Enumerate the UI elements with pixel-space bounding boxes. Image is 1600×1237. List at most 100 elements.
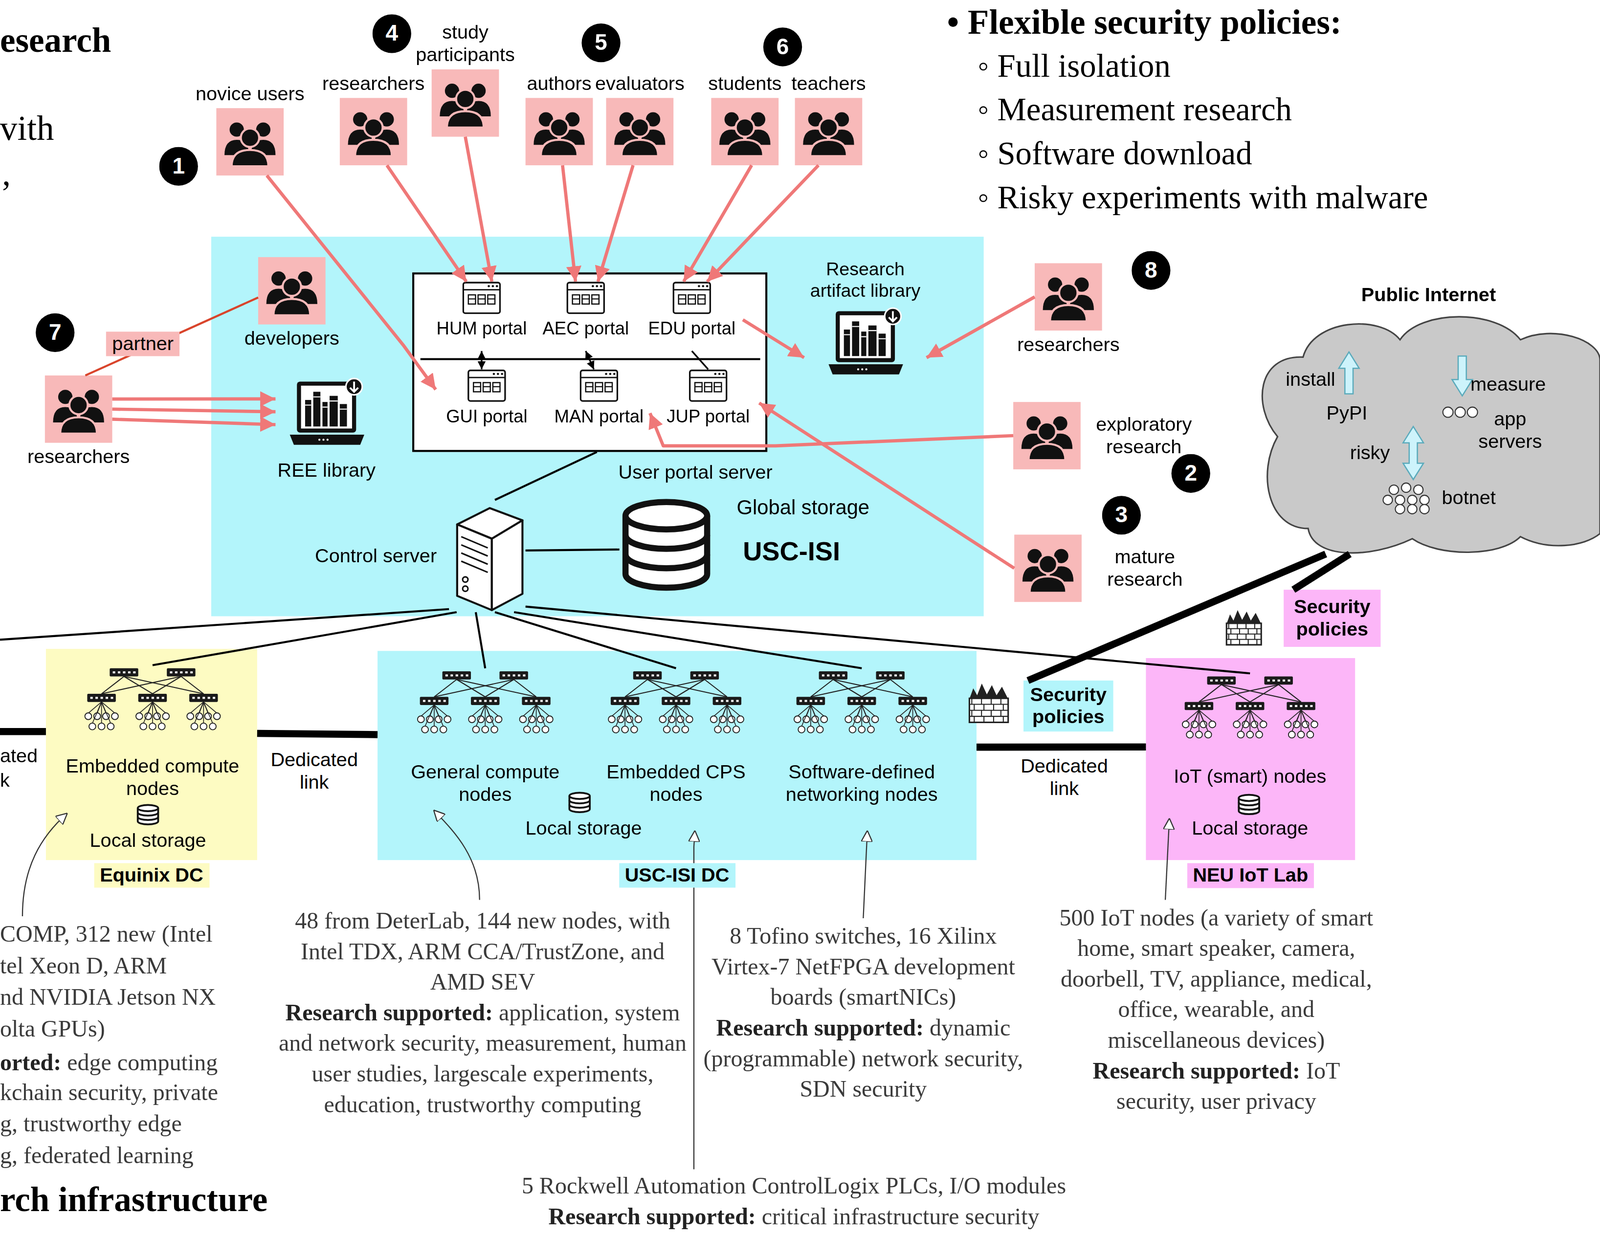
window-pane	[492, 382, 501, 393]
network-switch	[796, 696, 825, 706]
switch-port	[489, 700, 492, 703]
switch-port	[525, 700, 528, 703]
people-icon	[44, 375, 113, 444]
switch-port	[703, 674, 707, 677]
switch-port	[473, 700, 477, 703]
leaf-link	[861, 705, 871, 727]
switch-port	[433, 700, 436, 703]
leaf-node	[1260, 721, 1267, 729]
leaf-link	[101, 702, 103, 724]
switch-port	[212, 696, 216, 699]
label-text: rch infrastructure	[0, 1179, 268, 1220]
switch-port	[832, 674, 835, 677]
node-label: researchers	[27, 445, 130, 469]
window-pane	[595, 382, 603, 393]
leaf-node	[621, 726, 629, 734]
storage-top	[1238, 795, 1260, 802]
switch-port	[494, 700, 497, 703]
window-pane-line	[591, 298, 600, 300]
network-switch	[1235, 702, 1265, 711]
switch-port	[685, 700, 688, 703]
library-icon	[288, 377, 366, 455]
leaf-node	[714, 726, 722, 734]
laptop-base	[289, 434, 364, 445]
connector	[759, 402, 1015, 569]
book-band	[304, 404, 312, 406]
switch-port	[731, 700, 734, 703]
switch-port	[534, 700, 538, 703]
node-label: Global storage	[736, 495, 870, 520]
switch-port	[179, 671, 183, 674]
switch-port	[112, 671, 116, 674]
window-pane	[688, 294, 696, 305]
leaf-node	[659, 715, 667, 723]
window-dot	[496, 372, 500, 376]
network-switch	[420, 696, 449, 706]
bot-dot	[1419, 495, 1429, 505]
risky-arrow	[1402, 426, 1424, 480]
leaf-link	[92, 702, 102, 724]
node-label: HUM portal	[436, 318, 528, 339]
switch-port	[484, 700, 487, 703]
switch-port	[156, 696, 159, 699]
window-dot	[595, 285, 599, 288]
node-label: teachers	[791, 72, 866, 95]
person-head	[630, 118, 650, 137]
bot-dot	[1395, 504, 1405, 514]
book-band	[843, 334, 850, 336]
bot-dot	[1395, 495, 1405, 505]
book-band	[329, 400, 338, 402]
leaf-link	[861, 705, 863, 727]
book	[304, 400, 312, 427]
switch-port	[105, 696, 109, 699]
network-switch	[661, 696, 690, 706]
leaf-node	[490, 726, 498, 734]
node-label: novice users	[195, 82, 305, 106]
switch-port	[100, 696, 104, 699]
person-head	[69, 396, 89, 415]
storage-top	[569, 792, 590, 800]
window-icon	[467, 369, 507, 402]
switch-port	[1225, 679, 1228, 682]
laptop-dot	[865, 368, 867, 371]
switch-port	[502, 674, 506, 677]
leaf-node	[630, 726, 638, 734]
switch-port	[826, 674, 830, 677]
ppl-node: developers	[258, 257, 326, 325]
firewall-brick	[973, 704, 975, 711]
label-text: install	[1285, 368, 1335, 391]
switch-port	[1248, 705, 1252, 708]
book	[843, 330, 850, 357]
switch-port	[636, 674, 639, 677]
leaf-node	[468, 715, 476, 723]
firewall-brick	[1226, 628, 1262, 630]
person-head	[550, 118, 569, 137]
switch-port	[207, 696, 211, 699]
connector	[465, 136, 492, 282]
leaf-node	[1284, 721, 1292, 729]
switch-port	[804, 700, 807, 703]
window-pane	[697, 294, 706, 305]
leaf-node	[844, 715, 852, 723]
switch-port	[619, 700, 622, 703]
label-text: k	[0, 769, 10, 792]
tree-link	[180, 676, 204, 694]
book-band	[851, 326, 859, 328]
label-text: ◦ Measurement research	[977, 90, 1292, 129]
portal-node: HUM portal	[430, 281, 534, 352]
network-switch	[166, 668, 196, 677]
person-head	[735, 118, 755, 137]
switch-port	[1305, 705, 1308, 708]
storage-band	[137, 812, 159, 816]
firewall-wall	[969, 698, 1008, 723]
library-icon	[826, 307, 904, 385]
callout-number: 5	[581, 23, 621, 63]
storage-top	[137, 804, 159, 812]
callout-number: 7	[35, 313, 75, 353]
label-text: tel Xeon D, ARM	[0, 953, 167, 980]
window-pane	[572, 294, 580, 305]
laptop-dot	[317, 438, 320, 441]
leaf-node	[816, 726, 824, 734]
window-pane-line	[714, 386, 722, 388]
window-dot	[701, 285, 705, 288]
